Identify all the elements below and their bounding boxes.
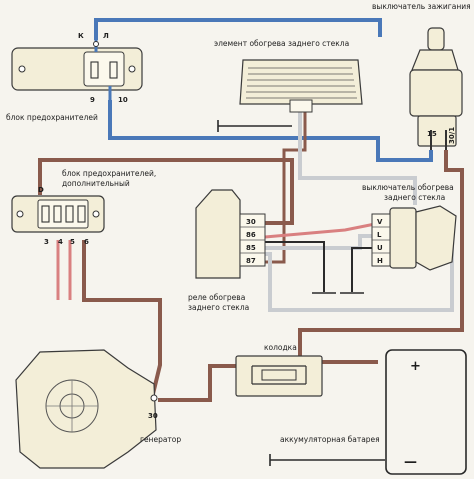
pin-label-l: Л [103,32,109,40]
ground-symbol-battery [269,454,385,466]
fuse-holder [83,51,125,87]
pin-label-9: 9 [90,96,95,104]
battery-minus-sign: — [404,455,417,470]
label-relay-2: заднего стекла [188,303,249,312]
pin-label-6: 6 [84,238,89,246]
wire-gray-relay-switch [265,234,375,250]
pin-label-v: V [377,218,383,226]
pin-label-85: 85 [246,244,256,252]
wire-brown-heater [265,112,307,264]
label-fuse-block-extra-2: дополнительный [62,179,130,188]
wires [38,18,464,402]
pin-label-l: L [377,231,382,239]
mount-hole-icon [18,65,26,73]
ground-symbol-heater [217,120,292,132]
heater-grid-icon [246,67,357,99]
pin-label-86: 86 [246,231,256,239]
label-battery: аккумуляторная батарея [280,435,380,444]
fuse-9-icon [90,61,99,79]
label-heater-switch-2: заднего стекла [384,193,445,202]
label-heater-switch-1: выключатель обогрева [362,183,454,192]
pin-label-30-1: 30/1 [448,127,456,144]
wire-brown-battery [158,364,236,402]
heater-element: элемент обогрева заднего стекла [214,39,363,113]
pin-label-3: 3 [44,238,49,246]
wire-blue-top [94,18,382,40]
label-connector: колодка [264,343,297,352]
pin-label-4: 4 [58,238,63,246]
label-fuse-block-extra-1: блок предохранителей, [62,169,156,178]
pin-label-10: 10 [118,96,128,104]
pin-label-u: U [377,244,383,252]
generator: 30 генератор [15,349,181,469]
battery: + — аккумуляторная батарея [280,349,467,475]
pin-label-d: D [38,186,44,194]
wire-pink-switch [264,222,376,239]
battery-plus-sign: + [410,359,421,374]
mount-hole-icon [92,210,100,218]
label-generator: генератор [140,435,181,444]
label-fuse-block: блок предохранителей [6,113,98,122]
heater-relay: 30 86 85 87 реле обогрева заднего стекла [188,189,266,312]
wire-black-switch [351,247,375,292]
pin-label-5: 5 [70,238,75,246]
ignition-switch: выключатель зажигания 15 30/1 [372,2,471,150]
fuse-10-icon [109,61,118,79]
wire-black-relay-ground [265,241,325,292]
pin-label-15: 15 [427,130,437,138]
mount-hole-icon [128,65,136,73]
ignition-key-icon [427,27,445,51]
wire-blue-lower [108,100,433,162]
mount-hole-icon [16,210,24,218]
fuse-3-icon [41,205,50,223]
pin-label-87: 87 [246,257,256,265]
pin-label-gen-30: 30 [148,412,158,420]
fuse-5-icon [65,205,74,223]
terminal-icon [150,394,158,402]
wire-gray-lower [265,220,454,312]
fuse-4-icon [53,205,62,223]
wire-brown-generator [82,240,162,399]
grounds [217,120,385,466]
fuse-6-icon [77,205,86,223]
label-relay-1: реле обогрева [188,293,245,302]
pin-label-h: H [377,257,383,265]
connector-block: колодка [235,343,323,397]
fuse-block: К Л 9 10 блок предохранителей [6,32,143,122]
heater-switch: V L U H выключатель обогрева заднего сте… [362,183,457,271]
pin-label-30: 30 [246,218,256,226]
terminal-icon [93,41,99,47]
pin-label-k: К [78,32,84,40]
label-heater-element: элемент обогрева заднего стекла [214,39,349,48]
label-ignition-switch: выключатель зажигания [372,2,471,11]
wire-gray-switch [298,108,417,205]
fuse-block-extra: D 3 4 5 6 блок предохранителей, дополнит… [11,169,156,246]
